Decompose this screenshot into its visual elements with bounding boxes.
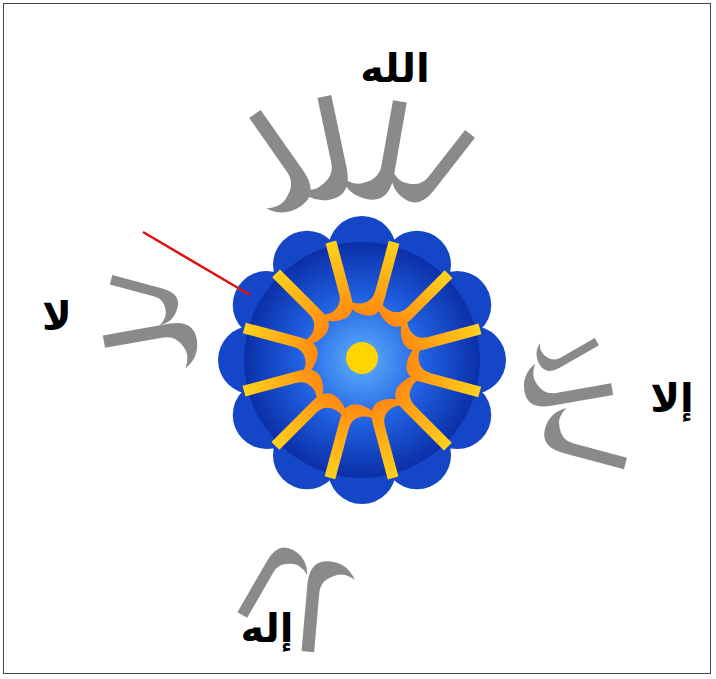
rosette-center <box>346 342 378 374</box>
orange-letter <box>300 241 357 326</box>
orange-letter <box>325 401 382 486</box>
orange-letter <box>368 394 425 479</box>
pointer-line <box>143 232 250 295</box>
rosette-lobes <box>218 216 506 504</box>
orange-letter <box>403 340 488 397</box>
orange-letter <box>370 251 452 333</box>
grey-letters <box>103 94 636 656</box>
orange-letter <box>271 387 353 469</box>
orange-letter <box>389 368 471 450</box>
arabic-word: إلا <box>650 374 694 422</box>
arabic-word: لا <box>42 292 72 340</box>
rosette <box>218 216 506 504</box>
orange-letter <box>253 269 335 351</box>
orange-letter <box>236 323 321 380</box>
orange-letter <box>243 366 328 423</box>
arabic-word: إله <box>241 604 294 652</box>
rosette-core <box>244 242 480 478</box>
orange-letter <box>396 298 481 355</box>
arabic-word: الله <box>360 44 429 92</box>
